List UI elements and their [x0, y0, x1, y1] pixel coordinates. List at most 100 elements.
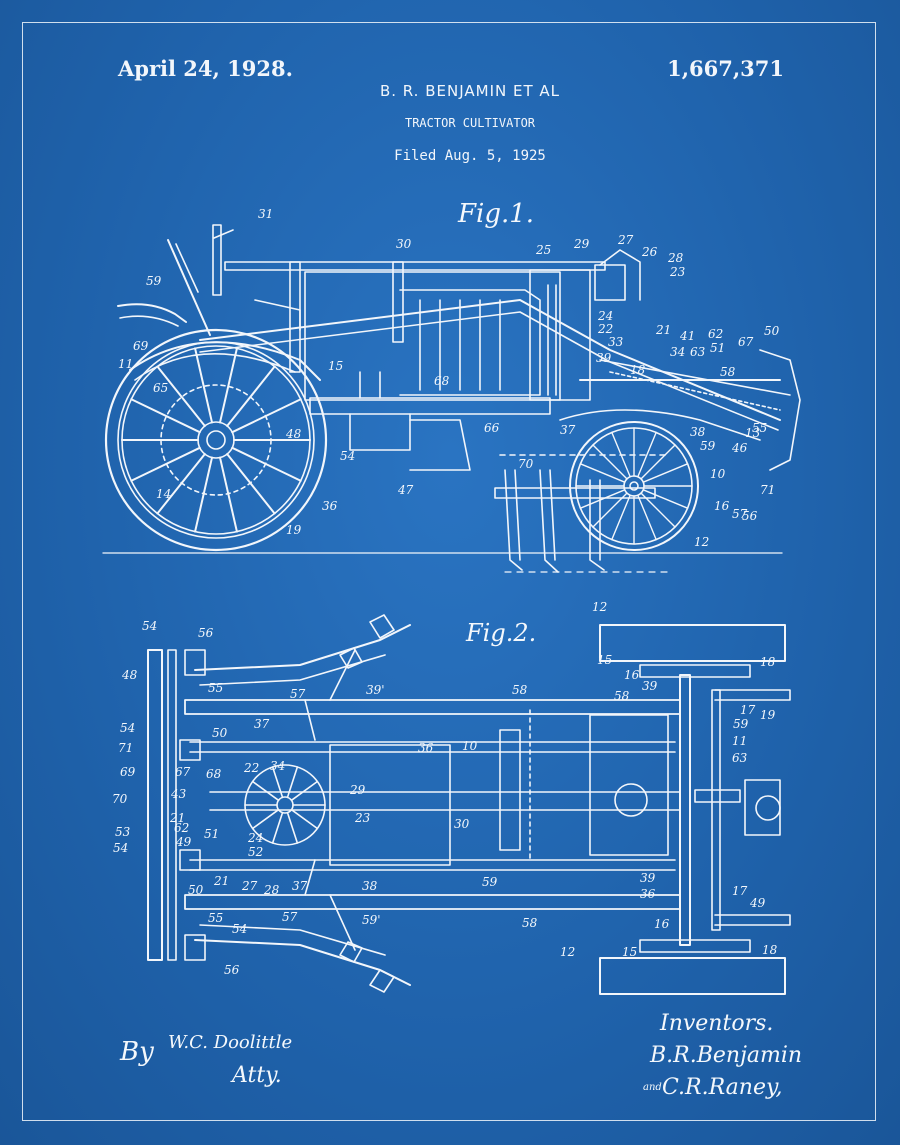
reference-numeral: 18	[762, 943, 778, 957]
reference-numeral: 50	[188, 883, 204, 897]
wheel-spoke	[226, 453, 276, 515]
reference-numeral: 39	[640, 871, 656, 885]
reference-numeral: 38	[362, 879, 378, 893]
reference-numeral: 58	[720, 365, 736, 379]
reference-numeral: 66	[484, 421, 500, 435]
wheel-spoke	[637, 431, 657, 478]
reference-numeral: 15	[328, 359, 343, 373]
reference-numeral: 18	[760, 655, 776, 669]
reference-numeral: 59	[146, 274, 162, 288]
reference-numeral: 10	[710, 467, 726, 481]
wheel-spoke	[642, 489, 689, 509]
reference-numeral: 11	[118, 357, 133, 371]
wheel-spoke	[611, 494, 631, 541]
attorney-prefix: By	[119, 1037, 154, 1067]
fig1-label: Fig.1.	[457, 199, 534, 229]
reference-numeral: 17	[732, 884, 748, 898]
wheel-spoke	[640, 444, 676, 480]
inventor-1-signature: B.R.Benjamin	[649, 1043, 802, 1068]
reference-numeral: 36	[322, 499, 338, 513]
reference-numeral: 21	[169, 811, 185, 825]
rear-drive-wheel	[104, 328, 328, 552]
reference-numeral: 46	[731, 441, 748, 455]
reference-numeral: 27	[241, 879, 258, 893]
reference-numeral: 31	[258, 207, 273, 221]
reference-numeral: 26	[641, 245, 658, 259]
reference-numeral: 51	[710, 341, 725, 355]
reference-numeral: 59	[733, 717, 749, 731]
reference-numeral: 34	[270, 759, 285, 773]
reference-numeral: 54	[340, 449, 355, 463]
reference-numeral: 65	[153, 381, 168, 395]
reference-numeral: 14	[156, 487, 171, 501]
reference-numeral: 29	[349, 783, 366, 797]
wheel-spoke	[286, 811, 299, 844]
wheel-spoke	[286, 766, 299, 799]
reference-numeral: 49	[749, 896, 766, 910]
reference-numeral: 47	[397, 483, 414, 497]
reference-numeral: 63	[732, 751, 748, 765]
reference-numeral: 48	[121, 668, 138, 682]
patent-number: 1,667,371	[667, 56, 784, 81]
patent-date: April 24, 1928.	[118, 56, 293, 81]
reference-numeral: 63	[690, 345, 706, 359]
reference-numeral: 39	[642, 679, 658, 693]
wheel-spoke	[130, 398, 201, 434]
reference-numeral: 49	[175, 835, 192, 849]
reference-numeral: 37	[292, 879, 308, 893]
wheel-spoke	[251, 808, 280, 830]
cultivator-shovels	[494, 454, 671, 573]
reference-numeral: 68	[206, 767, 222, 781]
reference-numeral: 52	[248, 845, 263, 859]
reference-numeral: 55	[208, 681, 223, 695]
signature-block: By W.C. Doolittle Atty. Inventors. B.R.B…	[119, 1011, 802, 1100]
reference-numeral: 39	[596, 351, 612, 365]
patent-title: TRACTOR CULTIVATOR	[404, 116, 536, 130]
reference-numeral: 68	[434, 374, 450, 388]
reference-numeral: 13	[745, 426, 761, 440]
reference-numeral: 24	[597, 309, 613, 323]
reference-numeral: 16	[654, 917, 670, 931]
reference-numeral: 54	[113, 841, 128, 855]
reference-numeral: 41	[679, 329, 695, 343]
reference-numeral: 12	[694, 535, 709, 549]
wheel-spoke	[592, 444, 628, 480]
reference-numeral: 58	[614, 689, 630, 703]
wheel-spoke	[219, 347, 238, 424]
reference-numeral: 54	[232, 922, 247, 936]
reference-numeral: 37	[254, 717, 270, 731]
reference-numeral: 30	[396, 237, 412, 251]
reference-numeral: 58	[512, 683, 528, 697]
wheel-spoke	[637, 494, 657, 541]
front-wheel	[569, 421, 699, 551]
wheel-spoke	[231, 398, 302, 434]
reference-numeral: 56	[198, 626, 214, 640]
reference-numeral: 62	[174, 821, 189, 835]
reference-numeral: 12	[592, 600, 607, 614]
wheel-spoke	[130, 446, 201, 482]
reference-numeral: 30	[454, 817, 470, 831]
reference-numeral: 50	[212, 726, 228, 740]
reference-numeral: 70	[518, 457, 534, 471]
wheel-spoke	[271, 766, 284, 799]
reference-numeral: 19	[286, 523, 302, 537]
wheel-spoke	[156, 365, 206, 427]
reference-numeral: 53	[115, 825, 131, 839]
attorney-title: Atty.	[230, 1063, 282, 1088]
fig2-label: Fig.2.	[465, 619, 536, 647]
reference-numeral: 34	[670, 345, 685, 359]
reference-numeral: 19	[760, 708, 776, 722]
reference-numeral: 16	[624, 668, 640, 682]
reference-numeral: 71	[118, 741, 133, 755]
reference-numeral: 18	[630, 363, 646, 377]
reference-numeral: 15	[597, 653, 612, 667]
wheel-spoke	[579, 489, 626, 509]
wheel-spoke	[290, 780, 319, 802]
reference-numeral: 33	[608, 335, 624, 349]
wheel-spoke	[226, 365, 276, 427]
reference-numeral: 55	[208, 911, 223, 925]
wheel-spoke	[642, 463, 689, 483]
wheel-spoke	[271, 811, 284, 844]
